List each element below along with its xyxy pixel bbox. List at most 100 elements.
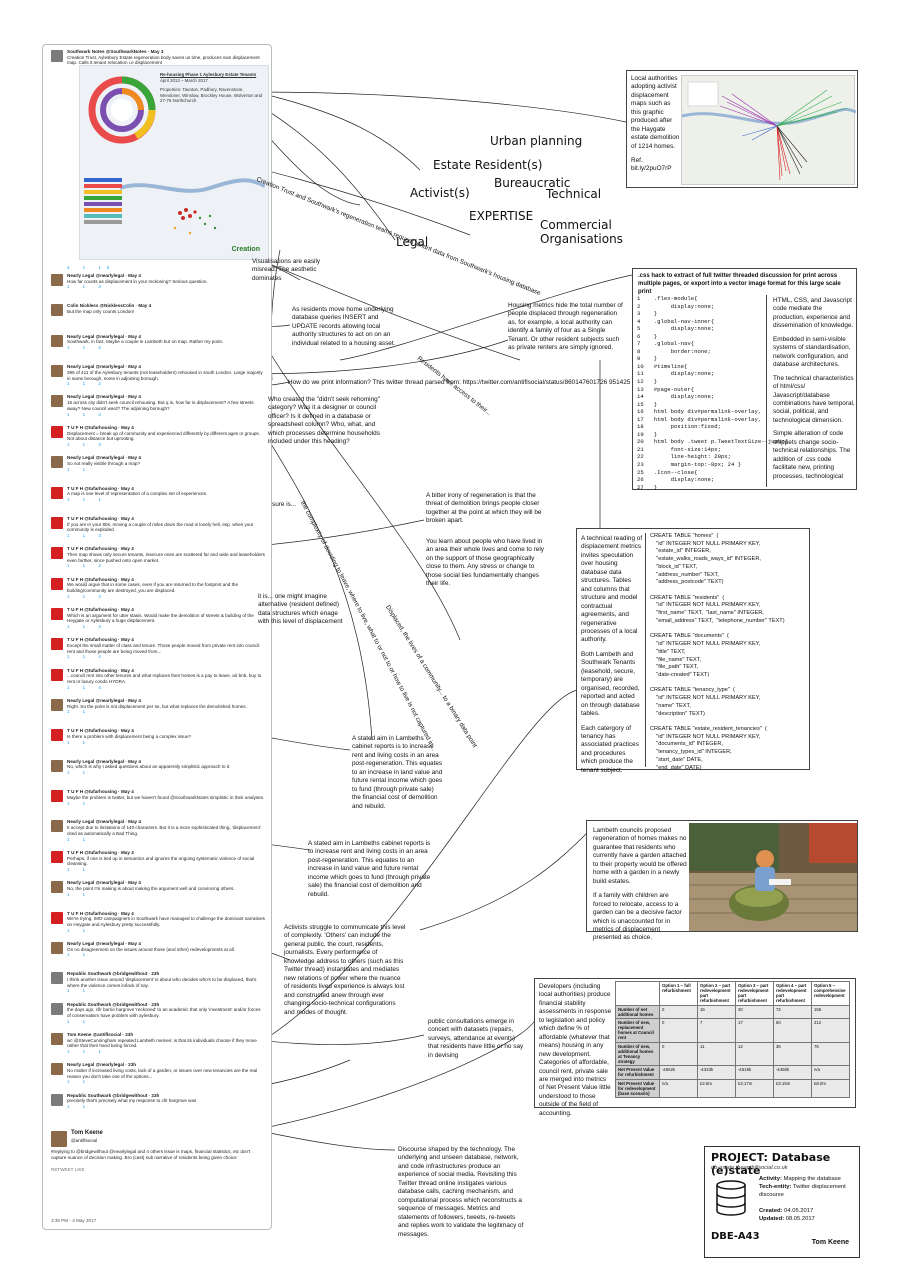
tweet-actions[interactable]: 1 1 2: [67, 563, 107, 569]
tweet-actions[interactable]: 1 1 2: [67, 381, 107, 387]
tweet-text: We're trying. IMO campaigners in Southwa…: [67, 916, 265, 927]
tweet-actions[interactable]: 1 1: [67, 891, 92, 897]
column-header: [615, 981, 660, 1006]
tweet-author: Republic Southwark @bridgewithout · 23h: [67, 971, 160, 977]
tweet-actions[interactable]: 1 1 4: [67, 654, 107, 660]
tweet-text: So not really visible through a map?: [67, 460, 141, 466]
tweet-actions[interactable]: 1 1 3: [67, 624, 107, 630]
tweet-actions[interactable]: 1 1: [67, 709, 92, 715]
final-tweet-stats: RETWEET LIKE: [51, 1166, 85, 1172]
tech-value: Twitter displacement discourse: [759, 1184, 846, 1199]
tweet-actions[interactable]: 1 1: [67, 866, 92, 872]
tweet-actions[interactable]: 1 1 3: [67, 533, 107, 539]
tweet-text: Maybe the problem is twitter, but we hav…: [67, 794, 265, 800]
tweet-author: Nearly Legal @nearlylegal · May 4: [67, 273, 141, 278]
tweet-actions[interactable]: 1 1: [67, 739, 92, 745]
tweet-actions[interactable]: 1 1 1: [67, 496, 107, 502]
tweet-actions[interactable]: 1 1 1: [67, 1049, 107, 1055]
tweet-actions[interactable]: 1 1: [67, 800, 92, 806]
tweet-text: Right. So the point is not displacement …: [67, 703, 247, 709]
avatar: [51, 668, 63, 681]
tweet-actions[interactable]: 1 1 4: [67, 593, 107, 599]
css-side-2: Embedded in semi-visible systems of stan…: [773, 335, 851, 369]
tweet-text: 15 across city didn't seek council rehou…: [67, 400, 254, 411]
tweet-actions[interactable]: 1 1: [67, 952, 92, 958]
tweet-actions[interactable]: 1 1: [67, 1079, 92, 1085]
tweet-author: Nearly Legal @nearlylegal · May 4: [67, 394, 141, 400]
donut-chart-graphic: [88, 76, 156, 144]
note-ref: Ref. bit.ly/2puO7rP: [631, 157, 672, 173]
tech-key: Tech-entity:: [759, 1184, 792, 1191]
css-hack-title: .css hack to extract of full twitter thr…: [638, 273, 841, 295]
avatar: [51, 1002, 63, 1015]
tweet-author: T U F H @tufarhousing · May 4: [67, 637, 134, 643]
tweet-actions[interactable]: 1 1: [67, 770, 92, 776]
tweet-author: T U F H @tufarhousing · May 4: [67, 576, 134, 582]
tweet-author: T U F H @tufarhousing · May 4: [67, 789, 134, 795]
tweet-actions[interactable]: 1 1 3: [67, 441, 107, 447]
tweet-text: But the map only counts London!: [67, 309, 135, 315]
table-cell: -£450k: [773, 1065, 812, 1080]
table-cell: 17: [735, 1017, 774, 1043]
table-cell: 156: [811, 1004, 850, 1019]
tweet-actions[interactable]: 4 1 15: [67, 265, 116, 270]
final-tweet-text: #replying to @bridgewithout @nearlylegal…: [51, 1149, 251, 1160]
tweet-actions[interactable]: 1 1: [67, 1104, 92, 1110]
developers-panel: Developers (including local authorities)…: [534, 978, 856, 1117]
tweet-author: T U F H @tufarhousing · May 4: [67, 728, 134, 734]
tweet-author: T U F H @tufarhousing · May 4: [67, 849, 134, 855]
row-label: Net Present Value for refurbishment: [615, 1065, 660, 1080]
avatar: [51, 607, 63, 620]
tweet-actions[interactable]: 1 1: [67, 466, 92, 472]
tweet-actions[interactable]: 1 1 3: [67, 284, 107, 290]
tweet-actions[interactable]: 1 1 2: [67, 345, 107, 351]
css-side-1: HTML, CSS, and Javascript code mediate t…: [773, 297, 854, 330]
table-cell: -£323k: [697, 1065, 736, 1080]
tweet-actions[interactable]: 1 1: [67, 927, 92, 933]
twitter-thread-panel: Southwark Notes @SouthwarkNotes · May 3 …: [42, 44, 272, 1230]
tweet-item[interactable]: T U F H @tufarhousing · May 4...council …: [51, 668, 265, 691]
tweet-actions[interactable]: 1 1: [67, 1018, 92, 1024]
tweet-actions[interactable]: 1 1: [67, 988, 92, 994]
tweet-text: How far counts as displacement in your r…: [67, 278, 208, 284]
table-row: Net Present Value for refurbishment-£662…: [615, 1065, 850, 1080]
tweet-actions[interactable]: 1 1: [67, 836, 92, 842]
tweet-text: ...council rent into other tenures and w…: [67, 673, 262, 685]
tweet-actions[interactable]: 1 1 4: [67, 411, 107, 417]
avatar: [51, 1131, 67, 1147]
tweet-actions[interactable]: 1 1 4: [67, 684, 107, 690]
heading-commercial: Commercial Organisations: [540, 218, 623, 246]
tweet-author: Republic Southwark @bridgewithout · 23h: [67, 1092, 160, 1098]
tweet-author: T U F H @tufarhousing · May 4: [67, 485, 134, 491]
